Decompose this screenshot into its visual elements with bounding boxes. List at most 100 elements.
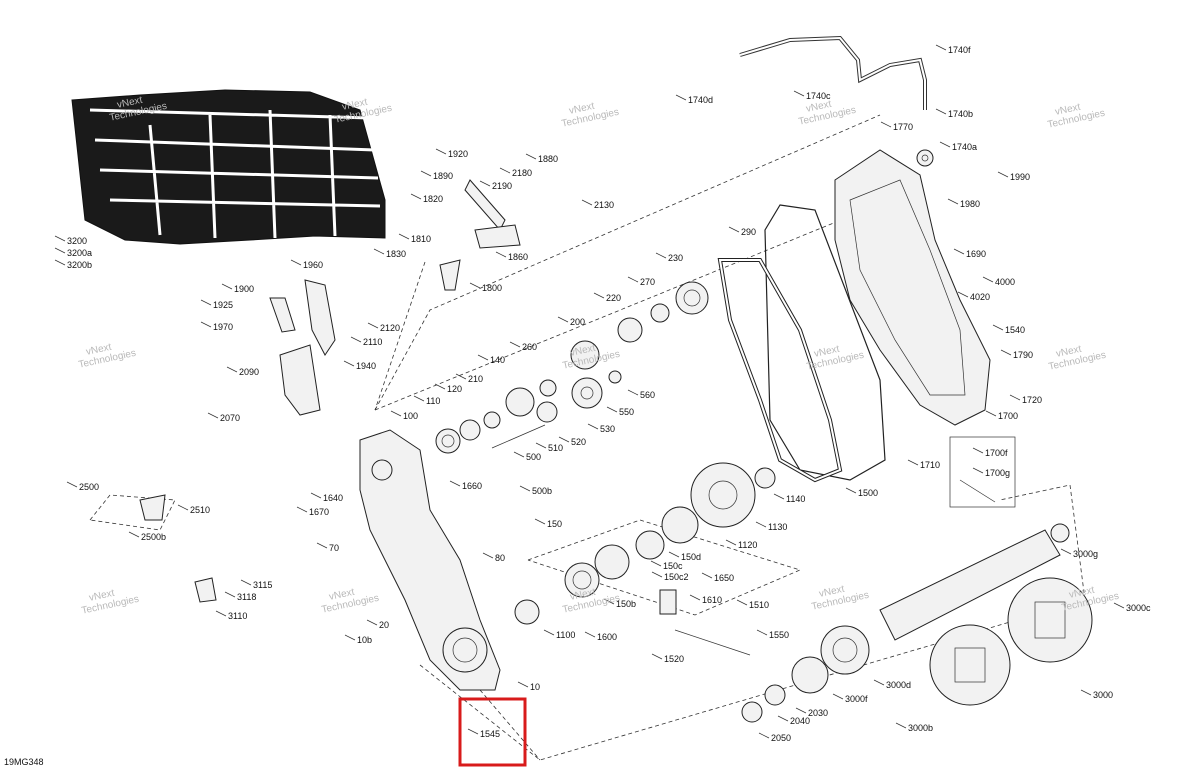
part-label-1740b[interactable]: 1740b [948,109,973,119]
part-label-1960[interactable]: 1960 [303,260,323,270]
part-label-2190[interactable]: 2190 [492,181,512,191]
part-label-1640[interactable]: 1640 [323,493,343,503]
part-label-1140[interactable]: 1140 [786,494,805,504]
part-label-100[interactable]: 100 [403,411,418,421]
part-label-1710[interactable]: 1710 [920,460,940,470]
part-label-1600[interactable]: 1600 [597,632,617,642]
part-label-1610[interactable]: 1610 [702,595,722,605]
part-label-2500[interactable]: 2500 [79,482,99,492]
part-label-290[interactable]: 290 [741,227,756,237]
part-label-150[interactable]: 150 [547,519,562,529]
part-label-1700g[interactable]: 1700g [985,468,1010,478]
part-label-3200a[interactable]: 3200a [67,248,92,258]
part-label-520[interactable]: 520 [571,437,586,447]
part-label-1660[interactable]: 1660 [462,481,482,491]
part-label-1740f[interactable]: 1740f [948,45,971,55]
part-label-2500b[interactable]: 2500b [141,532,166,542]
part-label-1970[interactable]: 1970 [213,322,233,332]
part-label-1880[interactable]: 1880 [538,154,558,164]
part-label-1740a[interactable]: 1740a [952,142,977,152]
part-label-2070[interactable]: 2070 [220,413,240,423]
part-label-150b[interactable]: 150b [616,599,636,609]
part-label-2090[interactable]: 2090 [239,367,259,377]
part-label-230[interactable]: 230 [668,253,683,263]
part-label-1920[interactable]: 1920 [448,149,468,159]
part-label-150c2[interactable]: 150c2 [664,572,689,582]
part-label-1700f[interactable]: 1700f [985,448,1008,458]
part-label-2180[interactable]: 2180 [512,168,532,178]
part-label-1980[interactable]: 1980 [960,199,980,209]
part-label-1120[interactable]: 1120 [738,540,757,550]
part-label-1650[interactable]: 1650 [714,573,734,583]
part-label-3110[interactable]: 3110 [228,611,247,621]
part-label-80[interactable]: 80 [495,553,505,563]
part-label-1720[interactable]: 1720 [1022,395,1042,405]
part-label-1670[interactable]: 1670 [309,507,329,517]
part-label-120[interactable]: 120 [447,384,462,394]
part-label-1100[interactable]: 1100 [556,630,575,640]
part-label-1545[interactable]: 1545 [480,729,500,739]
part-label-1520[interactable]: 1520 [664,654,684,664]
part-label-3000f[interactable]: 3000f [845,694,868,704]
part-label-1925[interactable]: 1925 [213,300,233,310]
part-label-210[interactable]: 210 [468,374,483,384]
part-label-10b[interactable]: 10b [357,635,372,645]
part-label-3000c[interactable]: 3000c [1126,603,1151,613]
part-label-510[interactable]: 510 [548,443,563,453]
part-label-1890[interactable]: 1890 [433,171,453,181]
part-label-2130[interactable]: 2130 [594,200,614,210]
part-label-200[interactable]: 200 [570,317,585,327]
part-label-2040[interactable]: 2040 [790,716,810,726]
part-label-500b[interactable]: 500b [532,486,552,496]
part-label-70[interactable]: 70 [329,543,339,553]
part-label-2110[interactable]: 2110 [363,337,382,347]
part-label-560[interactable]: 560 [640,390,655,400]
part-label-260[interactable]: 260 [522,342,537,352]
part-label-3115[interactable]: 3115 [253,580,272,590]
part-label-1130[interactable]: 1130 [768,522,787,532]
part-label-1740c[interactable]: 1740c [806,91,831,101]
part-label-1790[interactable]: 1790 [1013,350,1033,360]
part-label-1900[interactable]: 1900 [234,284,254,294]
part-label-150d[interactable]: 150d [681,552,701,562]
part-label-110[interactable]: 110 [426,396,440,406]
part-label-10[interactable]: 10 [530,682,540,692]
part-label-530[interactable]: 530 [600,424,615,434]
part-label-550[interactable]: 550 [619,407,634,417]
part-label-2120[interactable]: 2120 [380,323,400,333]
part-label-2030[interactable]: 2030 [808,708,828,718]
part-label-4020[interactable]: 4020 [970,292,990,302]
part-label-3000g[interactable]: 3000g [1073,549,1098,559]
part-label-1860[interactable]: 1860 [508,252,528,262]
part-label-1540[interactable]: 1540 [1005,325,1025,335]
part-label-1740d[interactable]: 1740d [688,95,713,105]
part-label-3000b[interactable]: 3000b [908,723,933,733]
part-label-1940[interactable]: 1940 [356,361,376,371]
part-label-1700[interactable]: 1700 [998,411,1018,421]
part-label-500[interactable]: 500 [526,452,541,462]
part-label-1770[interactable]: 1770 [893,122,913,132]
part-label-1500[interactable]: 1500 [858,488,878,498]
part-label-3000d[interactable]: 3000d [886,680,911,690]
part-label-1800[interactable]: 1800 [482,283,502,293]
part-label-3000[interactable]: 3000 [1093,690,1113,700]
part-label-270[interactable]: 270 [640,277,655,287]
part-label-2510[interactable]: 2510 [190,505,210,515]
part-label-1690[interactable]: 1690 [966,249,986,259]
part-label-1990[interactable]: 1990 [1010,172,1030,182]
part-label-1820[interactable]: 1820 [423,194,443,204]
part-label-4000[interactable]: 4000 [995,277,1015,287]
part-label-1550[interactable]: 1550 [769,630,789,640]
leader-line-210 [455,373,467,380]
part-label-1510[interactable]: 1510 [749,600,769,610]
part-label-1830[interactable]: 1830 [386,249,406,259]
part-label-150c[interactable]: 150c [663,561,683,571]
part-label-140[interactable]: 140 [490,355,505,365]
part-label-3200[interactable]: 3200 [67,236,87,246]
part-label-1810[interactable]: 1810 [411,234,431,244]
part-label-3200b[interactable]: 3200b [67,260,92,270]
part-label-220[interactable]: 220 [606,293,621,303]
part-label-20[interactable]: 20 [379,620,389,630]
part-label-2050[interactable]: 2050 [771,733,791,743]
part-label-3118[interactable]: 3118 [237,592,256,602]
